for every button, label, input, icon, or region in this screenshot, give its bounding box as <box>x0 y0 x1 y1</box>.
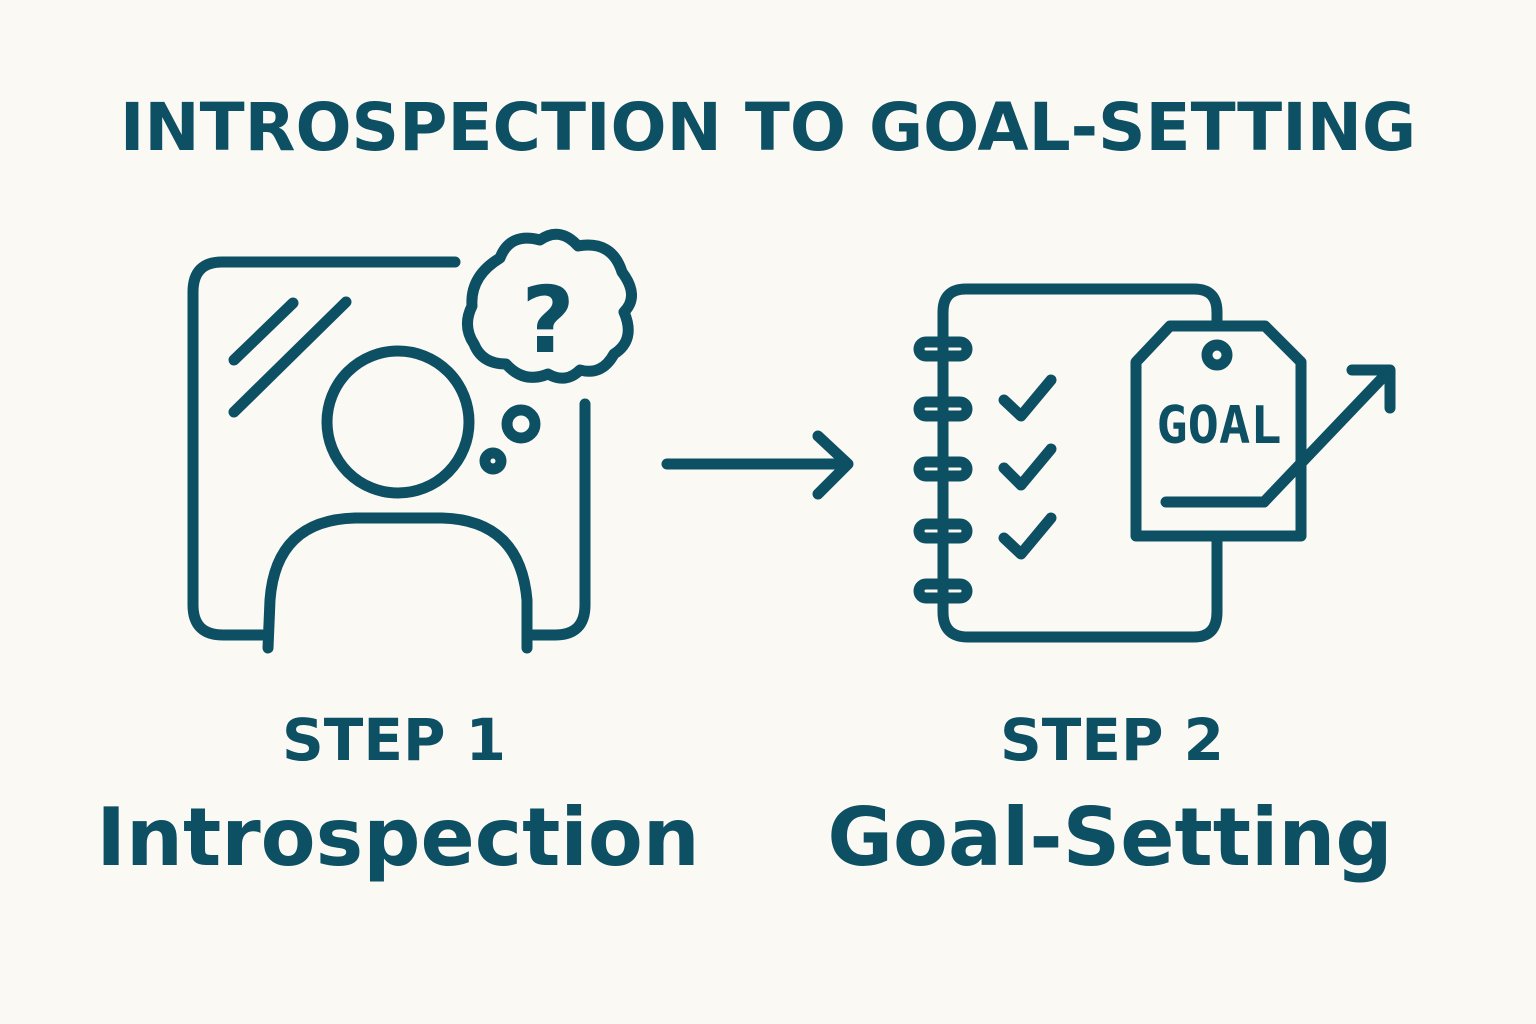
spiral-ring <box>913 336 973 362</box>
step-1-name: Introspection <box>96 791 700 884</box>
person-head <box>321 345 475 499</box>
goal-tag-text: GOAL <box>1156 396 1281 456</box>
question-mark: ? <box>521 267 574 374</box>
person-shoulders <box>262 512 533 654</box>
upward-trend-arrow <box>1258 366 1394 508</box>
thought-cloud <box>462 228 637 384</box>
step-1-label: STEP 1 <box>281 706 506 774</box>
spiral-ring <box>913 518 973 544</box>
spiral-ring <box>913 578 973 604</box>
goal-tag-hole <box>1201 339 1233 371</box>
upward-trend-arrowhead <box>1346 364 1396 414</box>
step-2-name: Goal-Setting <box>827 791 1393 884</box>
checkmark-icon <box>998 512 1057 560</box>
checkmark-icon <box>998 443 1057 491</box>
thought-circle-small <box>479 447 507 475</box>
person-mirror-thinking-icon: ? <box>187 228 637 654</box>
page-title: INTROSPECTION TO GOAL-SETTING <box>119 89 1417 166</box>
spiral-ring <box>913 396 973 422</box>
mirror-reflection-line <box>228 296 352 418</box>
step-2-label: STEP 2 <box>999 706 1224 774</box>
thought-circle-medium <box>501 404 541 444</box>
mirror-reflection-line <box>228 297 299 366</box>
goal-notebook-icon: GOAL <box>913 283 1396 643</box>
spiral-ring <box>913 456 973 482</box>
notebook-body <box>937 283 1223 643</box>
goal-tag <box>1130 320 1307 542</box>
arrow-right-icon <box>661 430 854 500</box>
checkmark-icon <box>998 374 1057 422</box>
mirror-frame <box>187 256 591 641</box>
